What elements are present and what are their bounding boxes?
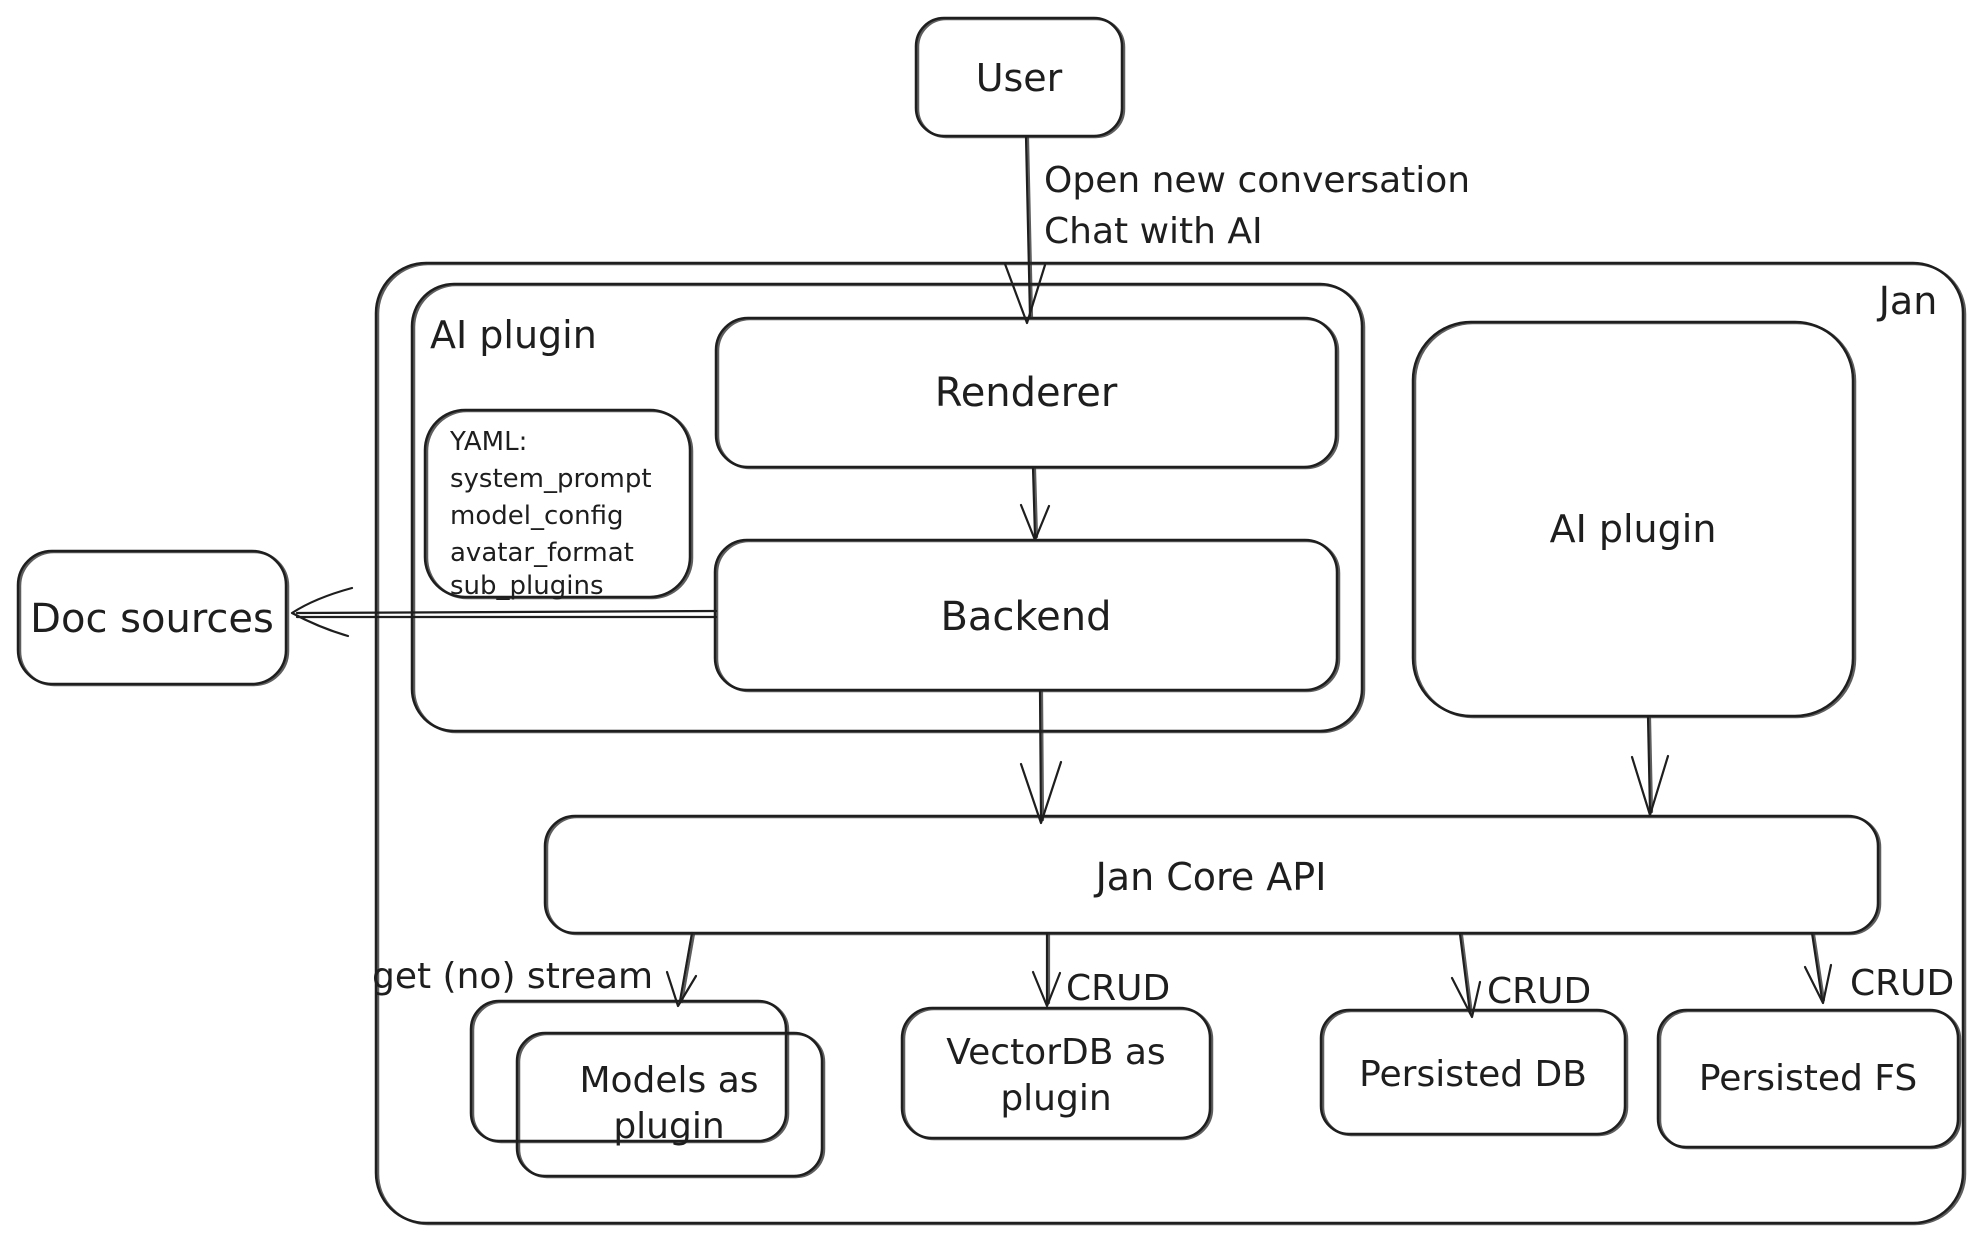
user-label: User [976, 56, 1063, 100]
ai-plugin-right-label: AI plugin [1550, 507, 1717, 551]
edge-core-to-persisted-fs: CRUD [1803, 931, 1954, 1005]
yaml-note-item: sub_plugins [450, 571, 604, 601]
node-doc-sources: Doc sources [16, 549, 288, 686]
vectordb-as-plugin-label: plugin [1000, 1078, 1111, 1119]
core-to-persisted-fs-arrow-line [1810, 931, 1824, 1001]
models-as-plugin-back-box [469, 999, 788, 1143]
backend-box [713, 538, 1339, 692]
vectordb-as-plugin-label: VectorDB as [946, 1032, 1165, 1073]
core-to-vectordb-label: CRUD [1066, 968, 1170, 1009]
node-ai-plugin-right: AI plugin [1411, 320, 1855, 718]
core-to-persisted-db-arrow-line [1458, 932, 1472, 1015]
edge-core-to-persisted-db: CRUD [1450, 932, 1591, 1019]
user-box [914, 16, 1124, 138]
vectordb-as-plugin-box [900, 1006, 1212, 1140]
persisted-db-label: Persisted DB [1359, 1054, 1587, 1095]
backend-to-doc-sources-arrowhead [290, 586, 354, 638]
core-to-persisted-db-arrowhead [1450, 976, 1482, 1019]
node-models-as-plugin: Models as plugin [469, 999, 824, 1178]
yaml-note-item: system_prompt [450, 464, 652, 494]
doc-sources-box [16, 549, 288, 686]
user-to-renderer-label: Open new conversation [1044, 160, 1470, 201]
ai-plugin-container-box [410, 282, 1364, 733]
node-vectordb-as-plugin: VectorDB as plugin [900, 1006, 1212, 1140]
backend-label: Backend [940, 594, 1111, 640]
node-persisted-db: Persisted DB [1319, 1008, 1627, 1136]
core-to-persisted-db-label: CRUD [1487, 971, 1591, 1012]
yaml-note-item: avatar_format [450, 538, 634, 568]
node-persisted-fs: Persisted FS [1656, 1008, 1960, 1149]
core-to-models-arrow-line [678, 931, 694, 1003]
persisted-fs-box [1656, 1008, 1960, 1149]
jan-core-api-box [543, 814, 1880, 935]
renderer-to-backend-arrowhead [1019, 503, 1051, 542]
yaml-note-title: YAML: [449, 427, 527, 457]
edge-ai-plugin-right-to-core [1630, 715, 1670, 817]
renderer-to-backend-arrow-line [1031, 466, 1037, 538]
edge-backend-to-doc-sources [290, 586, 718, 638]
node-jan-core-api: Jan Core API [543, 814, 1880, 935]
node-yaml-note: YAML: system_prompt model_config avatar_… [423, 408, 692, 601]
node-ai-plugin-container: AI plugin [410, 282, 1364, 733]
backend-to-doc-sources-arrow-line [295, 609, 718, 615]
core-to-models-label: get (no) stream [372, 956, 653, 997]
models-as-plugin-label: plugin [613, 1106, 724, 1147]
yaml-note-box [423, 408, 692, 599]
jan-core-api-label: Jan Core API [1094, 855, 1327, 899]
ai-plugin-right-box [1411, 320, 1855, 718]
backend-to-core-arrowhead [1019, 760, 1063, 825]
persisted-fs-label: Persisted FS [1699, 1058, 1917, 1099]
ai-plugin-right-to-core-arrow-line [1646, 715, 1652, 813]
user-to-renderer-arrowhead [1003, 262, 1047, 325]
edge-renderer-to-backend [1019, 466, 1051, 542]
user-to-renderer-label: Chat with AI [1044, 211, 1263, 252]
edge-user-to-renderer: Open new conversation Chat with AI [1003, 135, 1470, 325]
ai-plugin-container-label: AI plugin [430, 313, 597, 357]
jan-container-label: Jan [1877, 279, 1938, 323]
doc-sources-label: Doc sources [30, 596, 274, 642]
models-as-plugin-front-box [515, 1031, 824, 1178]
node-backend: Backend [713, 538, 1339, 692]
core-to-models-arrowhead [665, 970, 698, 1008]
node-renderer: Renderer [714, 316, 1338, 469]
user-to-renderer-arrow-line [1024, 135, 1032, 318]
jan-container-box [374, 261, 1965, 1225]
node-user: User [914, 16, 1124, 138]
edge-core-to-models: get (no) stream [372, 931, 698, 1008]
node-jan-container: Jan [374, 261, 1965, 1225]
ai-plugin-right-to-core-arrowhead [1630, 754, 1670, 817]
models-as-plugin-label: Models as [579, 1060, 758, 1101]
edge-core-to-vectordb: CRUD [1031, 931, 1170, 1009]
yaml-note-item: model_config [450, 501, 624, 531]
backend-to-core-arrow-line [1038, 689, 1043, 821]
renderer-label: Renderer [935, 370, 1118, 416]
core-to-vectordb-arrowhead [1031, 970, 1062, 1008]
edge-backend-to-core [1019, 689, 1063, 825]
core-to-persisted-fs-label: CRUD [1850, 963, 1954, 1004]
core-to-persisted-fs-arrowhead [1803, 963, 1833, 1005]
